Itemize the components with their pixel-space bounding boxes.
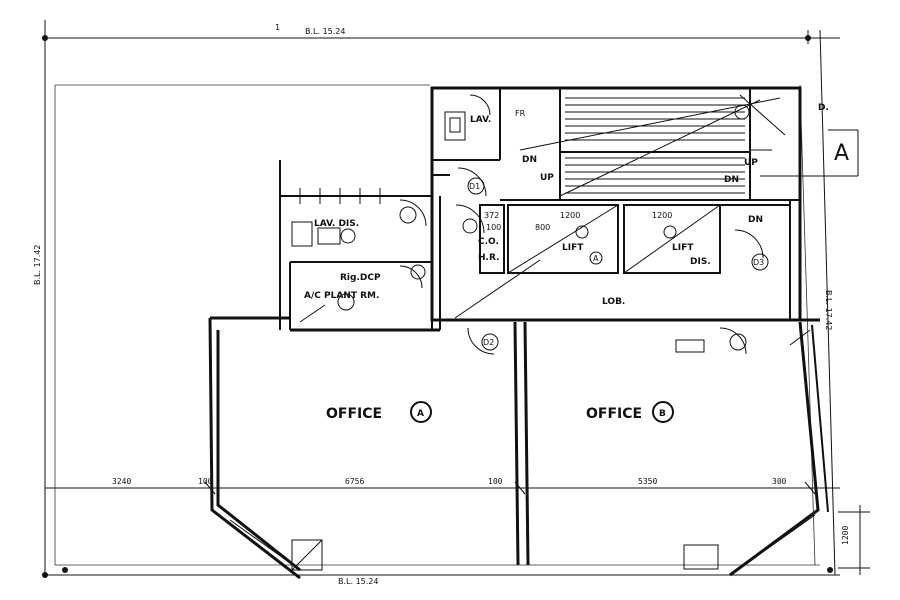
lift-width-2: 1200 bbox=[652, 211, 672, 220]
lift-width-1: 1200 bbox=[560, 211, 580, 220]
office-a-tag: A bbox=[417, 409, 424, 419]
hr-label: H.R. bbox=[478, 253, 499, 263]
dim-100-core: 100 bbox=[486, 223, 501, 232]
ac-plant-label: A/C PLANT RM. bbox=[304, 291, 379, 301]
dim-3240: 3240 bbox=[112, 477, 131, 486]
dim-100-a: 100 bbox=[198, 477, 213, 486]
section-marker bbox=[760, 129, 859, 177]
section-marker-letter: A bbox=[834, 141, 849, 166]
dim-left-label: B.L. 17.42 bbox=[33, 245, 42, 285]
stair-dn-left: DN bbox=[522, 155, 537, 165]
section-d-label: D. bbox=[818, 103, 829, 113]
wall-ticks bbox=[299, 188, 381, 204]
dim-372: 372 bbox=[484, 211, 499, 220]
dim-100-b: 100 bbox=[488, 477, 503, 486]
office-b-label: OFFICE bbox=[586, 406, 642, 422]
fire-tag: FR bbox=[515, 109, 526, 118]
dim-300: 300 bbox=[772, 477, 787, 486]
dim-6756: 6756 bbox=[345, 477, 364, 486]
office-b-tag-circle bbox=[652, 401, 674, 423]
co-label: C.O. bbox=[478, 237, 499, 247]
lav-top-fixtures bbox=[444, 94, 491, 141]
dimension-line bbox=[45, 481, 840, 495]
rig-dcp-label: Rig.DCP bbox=[340, 273, 381, 283]
lav-dis-label: LAV. DIS. bbox=[314, 219, 359, 229]
lobby-diagonal bbox=[454, 259, 541, 319]
dim-1200: 1200 bbox=[841, 526, 850, 545]
lift-a-label: LIFT bbox=[562, 243, 584, 253]
stair-dn-right: DN bbox=[724, 175, 739, 185]
door-tag-circles bbox=[337, 104, 769, 351]
dim-5350: 5350 bbox=[638, 477, 657, 486]
stair-arrows bbox=[519, 94, 786, 197]
lav-top-label: LAV. bbox=[470, 115, 491, 125]
stair-up-left: UP bbox=[540, 173, 554, 183]
office-a-tag-circle bbox=[410, 401, 432, 423]
lobby-label: LOB. bbox=[602, 297, 625, 307]
lift-b-label: LIFT bbox=[672, 243, 694, 253]
dim-top-label: B.L. 15.24 bbox=[305, 27, 345, 36]
stair-treads bbox=[560, 97, 750, 194]
office-b-tag: B bbox=[659, 409, 666, 419]
dim-top-mark: 1 bbox=[275, 23, 280, 32]
door-tag-d2: D2 bbox=[483, 338, 494, 347]
office-a-label: OFFICE bbox=[326, 406, 382, 422]
dim-800: 800 bbox=[535, 223, 550, 232]
lift-a-tag: A bbox=[593, 254, 599, 263]
co-hr-walls bbox=[455, 167, 505, 274]
stair-up-right: UP bbox=[744, 158, 758, 168]
dim-bottom-label: B.L. 15.24 bbox=[338, 577, 378, 586]
service-rooms-walls bbox=[279, 160, 450, 330]
lift-b-sub: DIS. bbox=[690, 257, 711, 267]
boundary-lines bbox=[42, 20, 840, 578]
dim-right-label: B.L. 17.42 bbox=[824, 290, 833, 330]
office-walls bbox=[208, 316, 829, 580]
stair-dn-far: DN bbox=[748, 215, 763, 225]
door-tag-d3: D3 bbox=[753, 258, 764, 267]
dim-1200-ticks bbox=[838, 505, 870, 575]
door-tag-d1: D1 bbox=[469, 182, 480, 191]
core-door-swings bbox=[734, 149, 772, 259]
